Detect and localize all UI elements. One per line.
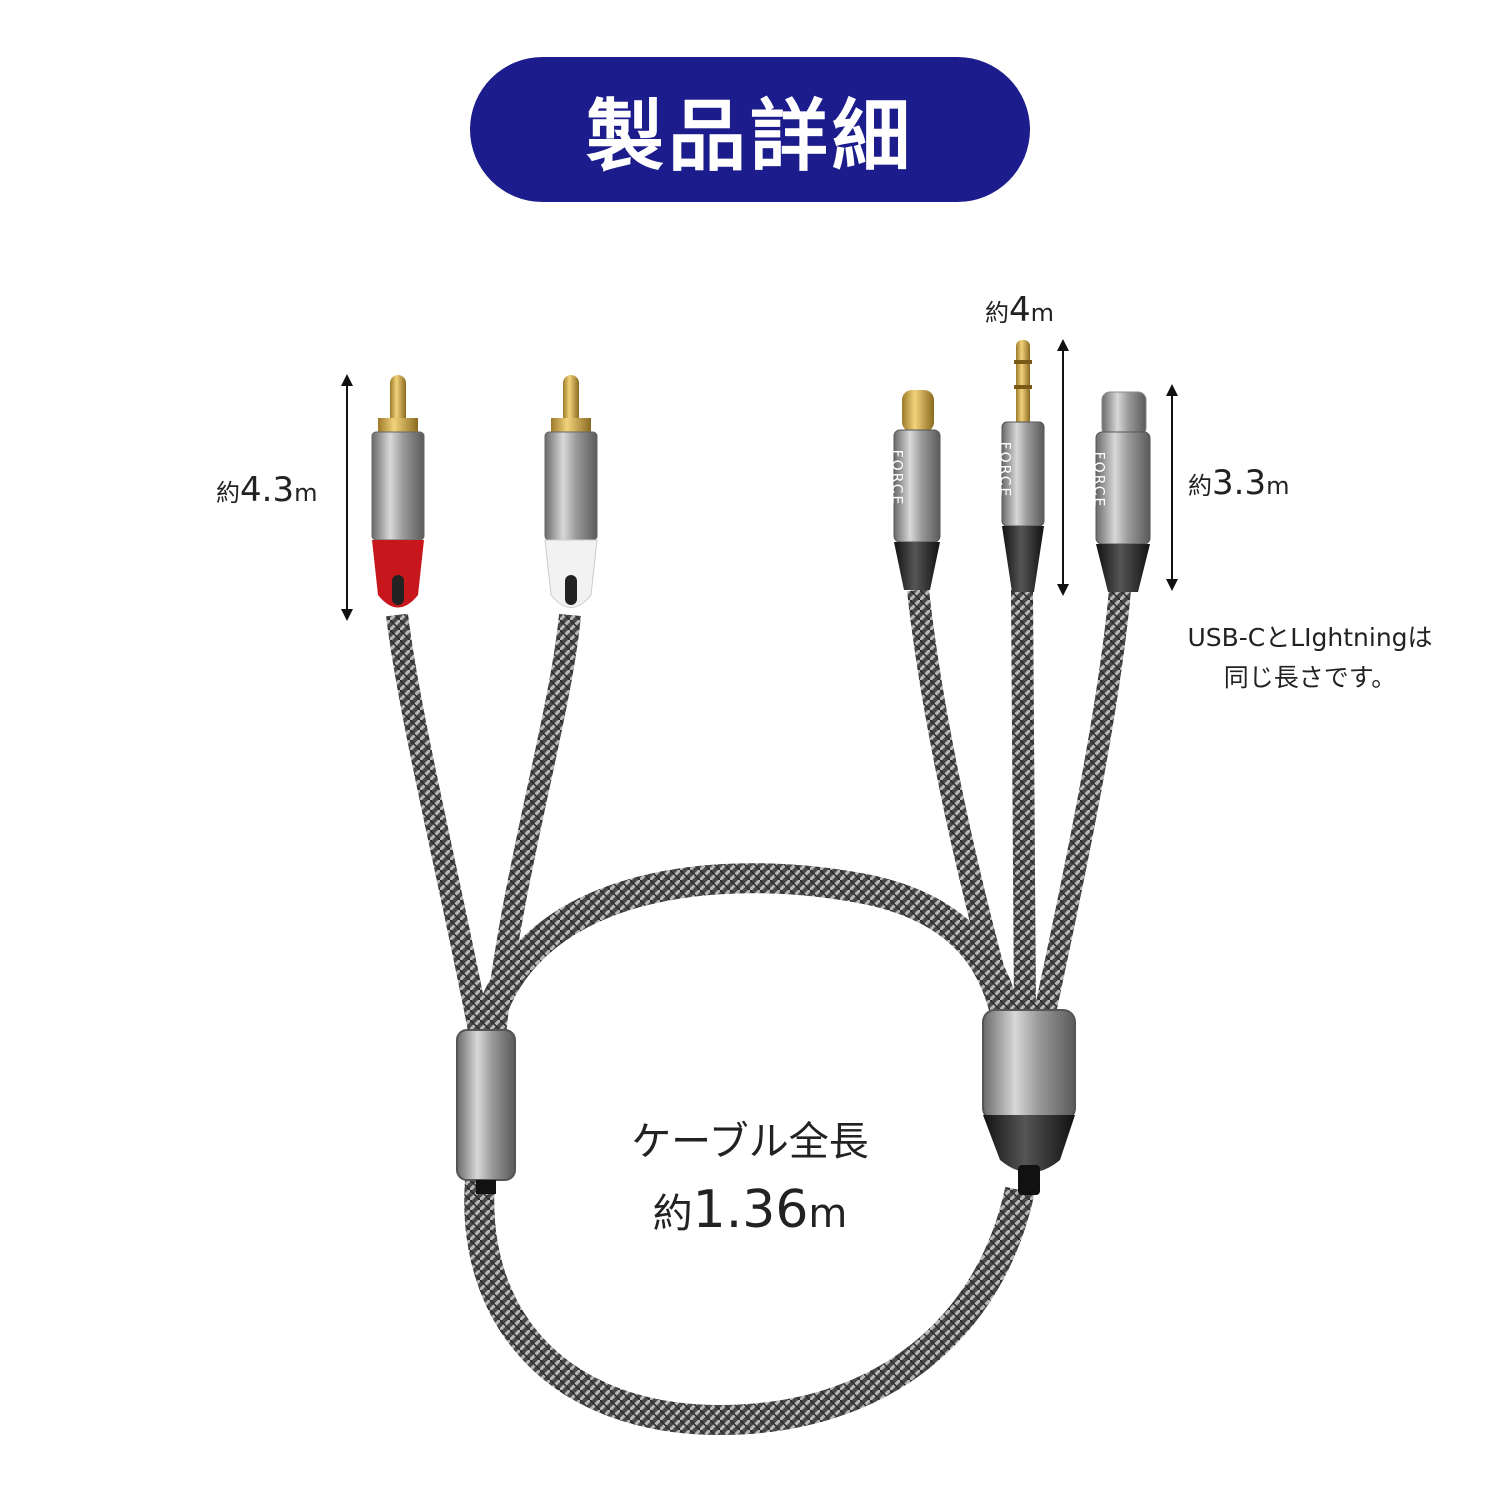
rca-right-cable [484,613,581,1037]
right-splitter [982,1009,1076,1195]
lightning-cable [907,588,1016,1015]
rca-red-plug [371,375,425,608]
usbc-plug [1095,391,1151,592]
lightning-plug [893,390,941,590]
dim-label-rca: 約4.3m [216,470,318,510]
rca-splitter [456,1029,516,1181]
length-note: USB-CとLIghtningは 同じ長さです。 [1187,623,1433,692]
dim-label-aux: 約4m [985,290,1055,330]
rca-white-plug [544,375,598,608]
total-length-label: ケーブル全長 約1.36m [631,1119,869,1240]
brand-logo-usbc: FORCE [1090,451,1107,509]
rca-left-cable [386,613,491,1038]
aux-plug [1001,340,1045,592]
dim-label-usbc: 約3.3m [1188,463,1290,503]
cable-loop [470,863,1025,1043]
usbc-cable [1034,589,1131,1015]
aux-cable [1011,589,1036,1013]
cable-loop-lower [464,1178,1035,1436]
brand-logo-lightning: FORCE [888,449,905,507]
brand-logo-aux: FORCE [996,441,1013,499]
page-title: 製品詳細 [585,91,914,182]
title-banner: 製品詳細 [470,57,1030,202]
